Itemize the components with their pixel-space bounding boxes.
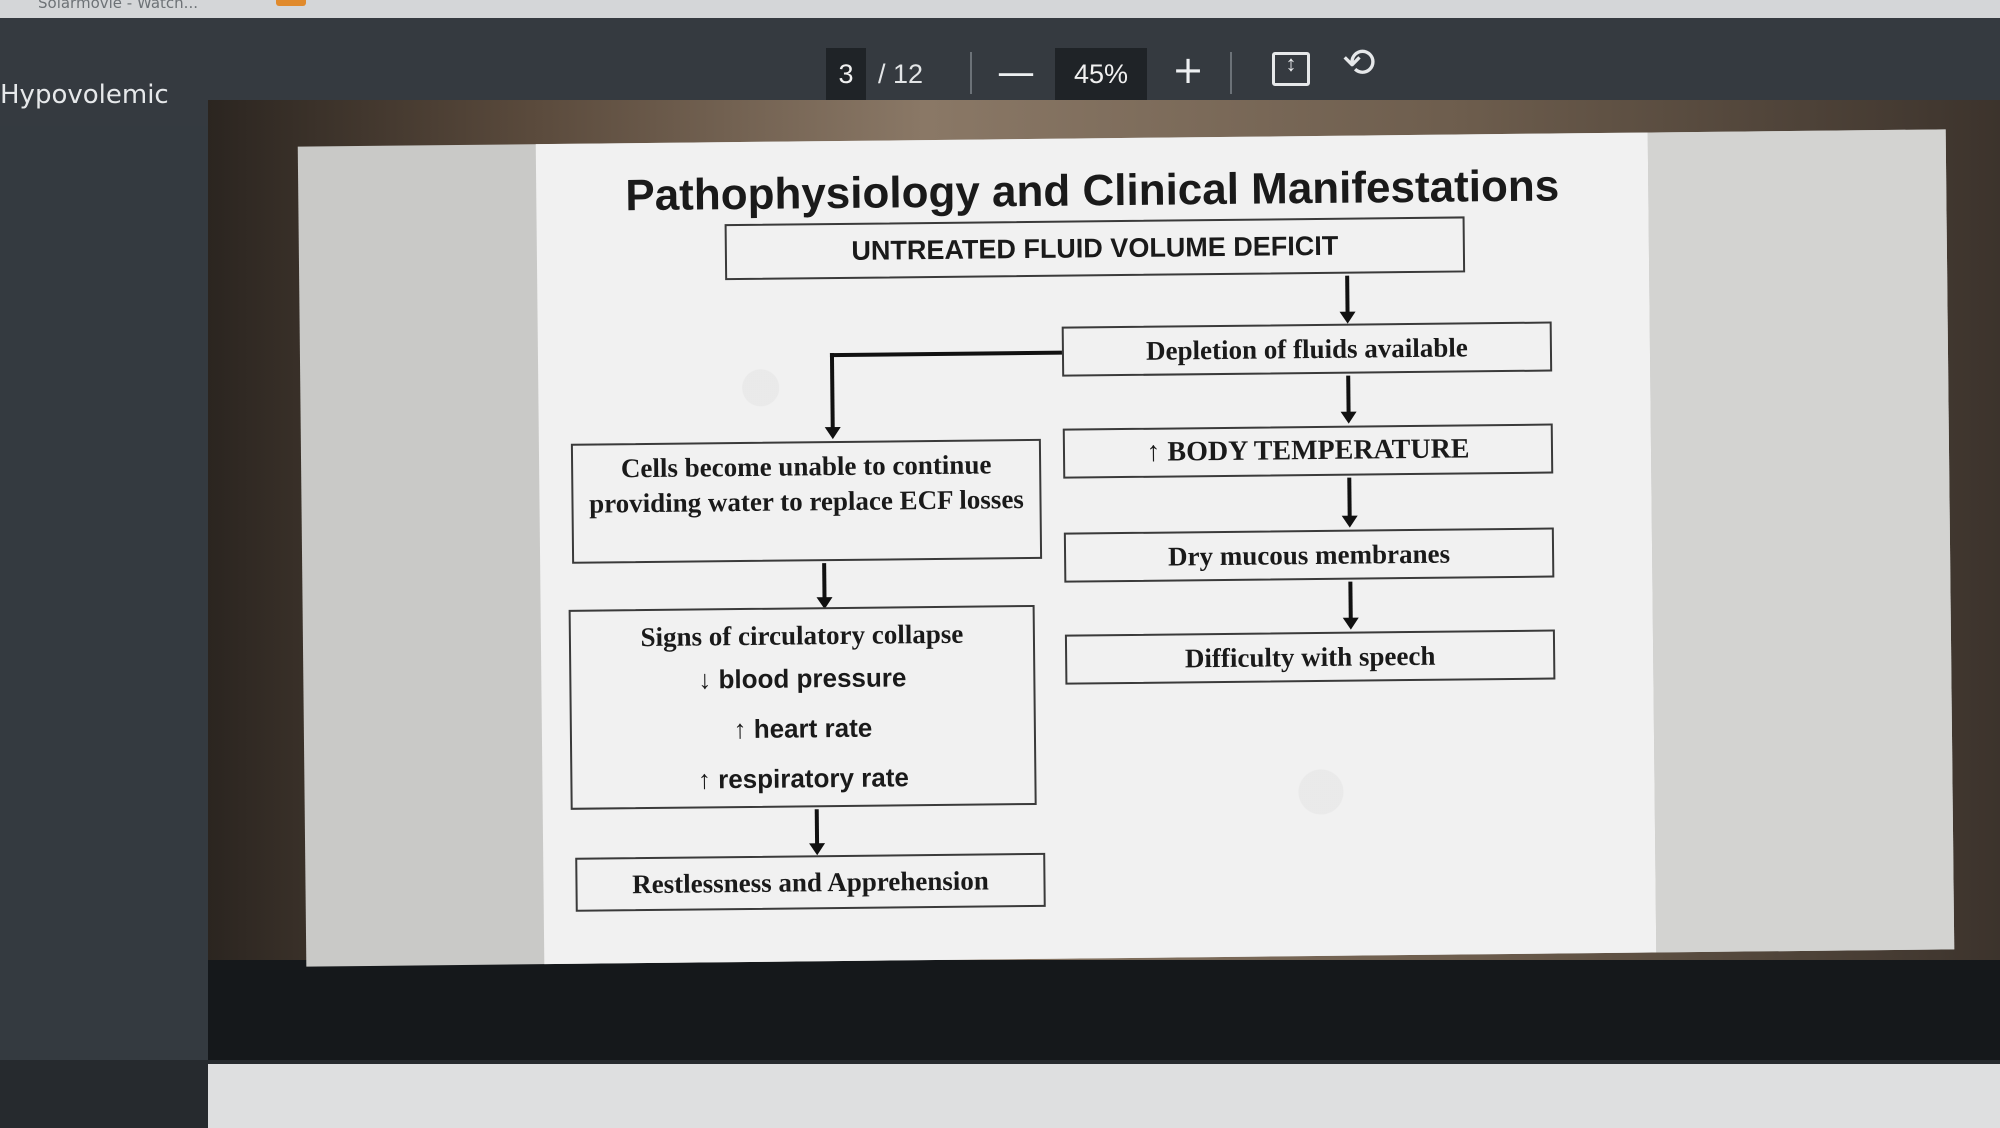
cells-unable-box: Cells become unable to continue providin… <box>570 438 1043 564</box>
toolbar-divider <box>1230 52 1232 94</box>
zoom-out-button[interactable]: — <box>997 50 1035 94</box>
page-number-input[interactable]: 3 <box>826 48 866 100</box>
slide-title: Pathophysiology and Clinical Manifestati… <box>625 161 1560 221</box>
rotate-icon[interactable]: ⟲ <box>1342 40 1376 86</box>
respiratory-rate-item: ↑ respiratory rate <box>697 762 910 795</box>
pdf-page: Pathophysiology and Clinical Manifestati… <box>297 129 1955 967</box>
restlessness-box: Restlessness and Apprehension <box>575 852 1046 912</box>
background-shadow <box>208 960 2000 1064</box>
page-total: / 12 <box>878 59 924 89</box>
browser-tab-title[interactable]: Solarmovie - Watch... <box>38 0 198 12</box>
page-margin <box>1647 129 1955 953</box>
heart-rate-item: ↑ heart rate <box>733 712 873 745</box>
blood-pressure-item: ↓ blood pressure <box>698 662 907 695</box>
tab-indicator-icon <box>276 0 306 6</box>
arrow-down <box>1347 477 1352 518</box>
next-page-edge <box>208 1064 2000 1128</box>
arrow-down <box>1348 581 1353 620</box>
fit-page-icon[interactable] <box>1272 51 1310 86</box>
body-temperature-box: ↑ BODY TEMPERATURE <box>1062 423 1554 479</box>
circulatory-collapse-box: Signs of circulatory collapse ↓ blood pr… <box>568 604 1037 810</box>
untreated-deficit-box: UNTREATED FLUID VOLUME DEFICIT <box>724 216 1466 281</box>
toolbar-divider <box>970 52 972 94</box>
depletion-box: Depletion of fluids available <box>1061 321 1553 377</box>
zoom-level-input[interactable]: 45% <box>1055 48 1147 100</box>
thumbnail-sidebar <box>0 126 208 1128</box>
connector-line <box>829 350 1062 358</box>
slide-content: Pathophysiology and Clinical Manifestati… <box>535 132 1657 965</box>
arrow-down <box>1346 375 1351 414</box>
arrow-down <box>829 353 835 430</box>
arrow-down <box>814 809 820 846</box>
dry-mucous-box: Dry mucous membranes <box>1063 527 1555 583</box>
browser-tab-strip: Solarmovie - Watch... <box>0 0 2000 18</box>
circulatory-collapse-title: Signs of circulatory collapse <box>640 618 964 653</box>
document-title: Hypovolemic <box>0 80 169 110</box>
zoom-in-button[interactable]: + <box>1172 48 1204 92</box>
arrow-down <box>1345 275 1350 314</box>
speech-difficulty-box: Difficulty with speech <box>1064 629 1556 685</box>
arrow-down <box>822 563 827 600</box>
